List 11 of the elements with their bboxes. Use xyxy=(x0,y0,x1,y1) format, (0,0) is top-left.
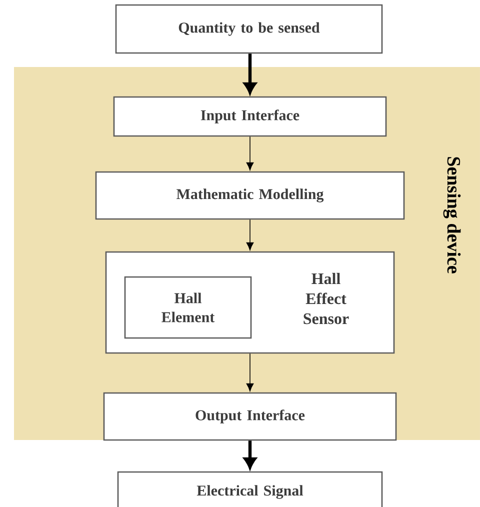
process-box: Output Interface xyxy=(103,392,397,441)
arrow xyxy=(246,219,254,250)
arrow xyxy=(244,440,256,469)
output-box: Electrical Signal xyxy=(117,471,383,507)
input-box: Quantity to be sensed xyxy=(115,4,383,54)
arrow xyxy=(246,136,254,170)
process-box: Mathematic Modelling xyxy=(95,171,405,220)
arrow xyxy=(244,54,256,94)
process-box: Input Interface xyxy=(113,96,387,137)
arrow xyxy=(246,353,254,392)
element-box: Hall Element xyxy=(124,276,252,339)
